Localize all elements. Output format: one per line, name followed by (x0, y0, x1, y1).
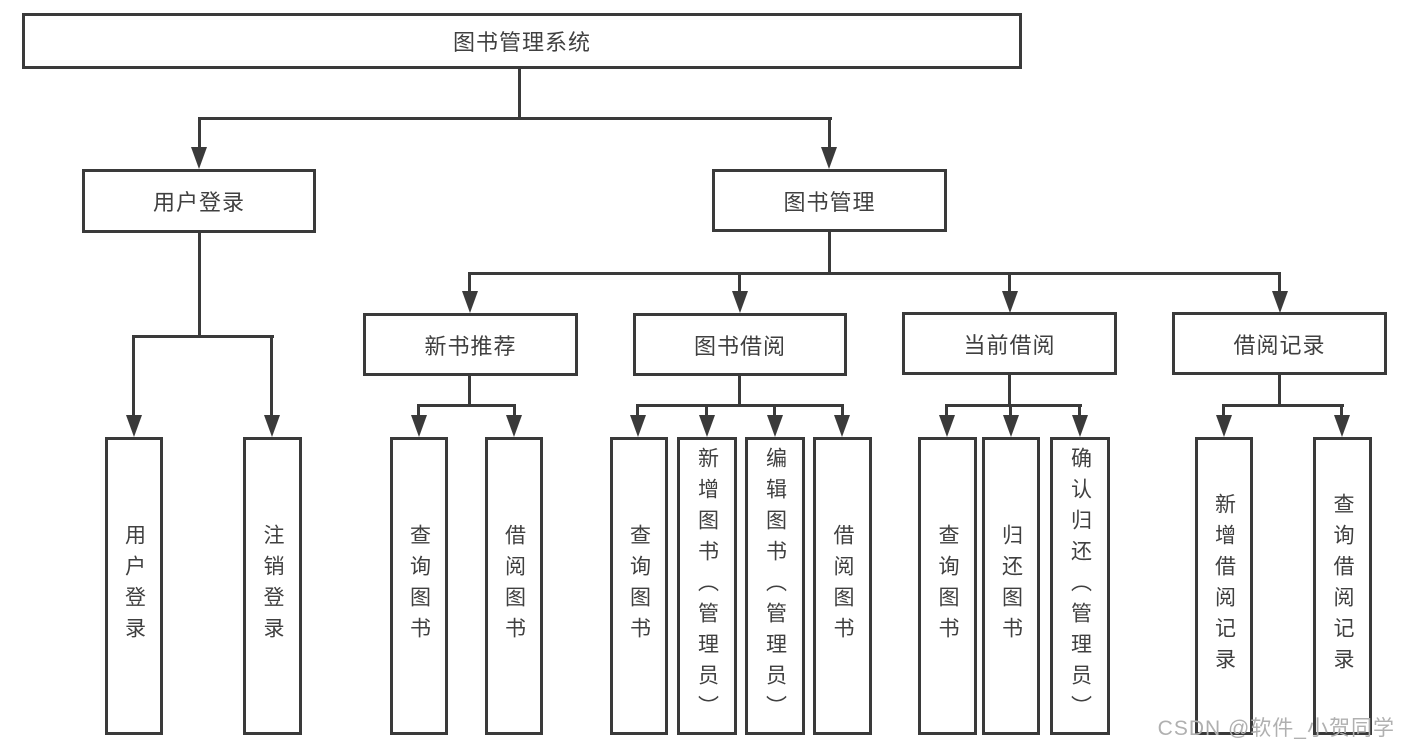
connector-cur-leaf1-drop (945, 404, 948, 418)
leaf-recommend-query-books-label: 查询图书 (407, 524, 431, 648)
leaf-borrow-edit-books-admin-label: 编辑图书（管理员） (763, 446, 787, 726)
leaf-borrow-edit-books-admin: 编辑图书（管理员） (745, 437, 805, 735)
connector-recommend-stem (468, 376, 471, 407)
connector-login-drop (198, 117, 201, 151)
arrowhead-to-records (1272, 291, 1288, 313)
leaf-borrow-add-books-admin: 新增图书（管理员） (677, 437, 737, 735)
leaf-current-query-books-label: 查询图书 (936, 524, 959, 648)
connector-root-stem (518, 68, 521, 119)
leaf-borrow-borrow-books: 借阅图书 (813, 437, 872, 735)
arrowhead-to-bor-borrow (834, 415, 850, 437)
arrowhead-to-cur-query (939, 415, 955, 437)
connector-bor-leaf3-drop (773, 404, 776, 418)
connector-bor-leaf2-drop (705, 404, 708, 418)
connector-records-drop (1278, 272, 1281, 294)
leaf-user-login-label: 用户登录 (122, 524, 146, 648)
connector-records-stem (1278, 375, 1281, 407)
connector-cur-leaf2-drop (1009, 404, 1012, 418)
arrowhead-to-rec-query (411, 415, 427, 437)
node-book-borrow-label: 图书借阅 (693, 333, 786, 359)
node-book-management-label: 图书管理 (783, 189, 876, 215)
arrowhead-to-rcd-query (1334, 415, 1350, 437)
leaf-current-confirm-return-admin-label: 确认归还（管理员） (1068, 446, 1092, 726)
leaf-records-query-record: 查询借阅记录 (1313, 437, 1372, 735)
connector-login-bar (132, 335, 274, 338)
connector-current-bar (945, 404, 1082, 407)
leaf-records-add-record-label: 新增借阅记录 (1212, 493, 1236, 679)
arrowhead-to-bor-add (699, 415, 715, 437)
leaf-recommend-borrow-books: 借阅图书 (485, 437, 543, 735)
connector-login-stem (198, 232, 201, 338)
leaf-current-query-books: 查询图书 (918, 437, 977, 735)
connector-records-bar (1222, 404, 1344, 407)
arrowhead-to-recommend (462, 291, 478, 313)
node-book-management: 图书管理 (712, 169, 947, 232)
connector-login-leaf2-drop (270, 335, 273, 419)
connector-bor-leaf4-drop (841, 404, 844, 418)
node-user-login-label: 用户登录 (152, 190, 245, 215)
connector-rcd-leaf2-drop (1340, 404, 1343, 418)
connector-rec-leaf2-drop (513, 404, 516, 418)
node-new-book-recommend-label: 新书推荐 (424, 333, 517, 359)
node-new-book-recommend: 新书推荐 (363, 313, 578, 376)
arrowhead-to-login (191, 147, 207, 169)
node-borrow-records-label: 借阅记录 (1233, 332, 1326, 358)
connector-bor-leaf1-drop (636, 404, 639, 418)
arrowhead-to-current (1002, 291, 1018, 313)
connector-cur-leaf3-drop (1078, 404, 1081, 418)
arrowhead-to-rec-borrow (506, 415, 522, 437)
connector-recommend-drop (468, 272, 471, 294)
connector-borrow-stem (738, 376, 741, 407)
leaf-logout-label: 注销登录 (261, 524, 284, 648)
node-user-login: 用户登录 (82, 169, 316, 233)
node-current-borrow: 当前借阅 (902, 312, 1117, 375)
node-book-borrow: 图书借阅 (633, 313, 847, 376)
arrowhead-to-leaf-user-login (126, 415, 142, 437)
arrowhead-to-bor-query (630, 415, 646, 437)
connector-rcd-leaf1-drop (1222, 404, 1225, 418)
connector-rec-leaf1-drop (417, 404, 420, 418)
node-root-label: 图书管理系统 (452, 30, 591, 55)
leaf-borrow-query-books-label: 查询图书 (627, 524, 651, 648)
leaf-recommend-borrow-books-label: 借阅图书 (502, 524, 526, 648)
node-borrow-records: 借阅记录 (1172, 312, 1387, 375)
node-current-borrow-label: 当前借阅 (963, 332, 1056, 358)
arrowhead-to-cur-return (1003, 415, 1019, 437)
connector-recommend-bar (417, 404, 516, 407)
leaf-borrow-query-books: 查询图书 (610, 437, 668, 735)
leaf-user-login: 用户登录 (105, 437, 163, 735)
connector-borrow-bar (636, 404, 844, 407)
connector-current-drop (1008, 272, 1011, 294)
leaf-borrow-add-books-admin-label: 新增图书（管理员） (695, 446, 719, 726)
arrowhead-to-rcd-add (1216, 415, 1232, 437)
connector-current-stem (1008, 375, 1011, 407)
connector-manage-bar (469, 272, 1281, 275)
node-root-system: 图书管理系统 (22, 13, 1022, 69)
leaf-current-confirm-return-admin: 确认归还（管理员） (1050, 437, 1110, 735)
connector-manage-drop (828, 117, 831, 151)
connector-borrow-drop (738, 272, 741, 294)
leaf-records-query-record-label: 查询借阅记录 (1331, 493, 1354, 679)
arrowhead-to-manage (821, 147, 837, 169)
leaf-current-return-books-label: 归还图书 (999, 524, 1023, 648)
leaf-recommend-query-books: 查询图书 (390, 437, 448, 735)
arrowhead-to-cur-confirm (1072, 415, 1088, 437)
leaf-borrow-borrow-books-label: 借阅图书 (831, 524, 854, 648)
arrowhead-to-bor-edit (767, 415, 783, 437)
arrowhead-to-leaf-logout (264, 415, 280, 437)
csdn-watermark: CSDN @软件_小贺同学 (1157, 717, 1395, 740)
arrowhead-to-borrow (732, 291, 748, 313)
connector-manage-stem (828, 231, 831, 275)
leaf-logout: 注销登录 (243, 437, 302, 735)
connector-root-bar (198, 117, 832, 120)
leaf-records-add-record: 新增借阅记录 (1195, 437, 1253, 735)
connector-login-leaf1-drop (132, 335, 135, 419)
leaf-current-return-books: 归还图书 (982, 437, 1040, 735)
